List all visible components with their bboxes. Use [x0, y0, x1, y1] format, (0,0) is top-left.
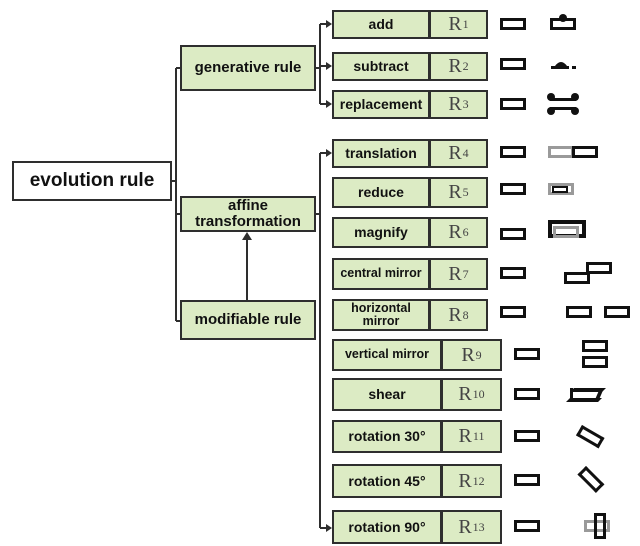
- rule-symbol-index: 5: [462, 185, 469, 199]
- rule-symbol-letter: R: [448, 93, 462, 115]
- rule-label-1: add: [332, 10, 430, 39]
- rule-symbol-letter: R: [448, 142, 462, 164]
- rule-symbol-index: 13: [472, 519, 485, 534]
- rule-symbol-letter: R: [448, 303, 462, 326]
- rule-symbol-letter: R: [458, 469, 472, 492]
- rule-symbol-letter: R: [448, 13, 462, 35]
- rule-label-9: vertical mirror: [332, 339, 442, 371]
- rule-symbol-index: 9: [475, 347, 482, 362]
- rule-symbol-index: 6: [462, 225, 469, 239]
- rule-symbol-index: 12: [472, 473, 485, 488]
- rule-symbol-index: 10: [472, 387, 485, 401]
- rule-symbol-letter: R: [448, 55, 462, 77]
- rule-symbol-letter: R: [448, 262, 462, 285]
- rule-label-13: rotation 90°: [332, 510, 442, 544]
- modifiable-rule-node: modifiable rule: [180, 300, 316, 340]
- rule-symbol-letter: R: [458, 383, 472, 405]
- rule-symbol-index: 11: [472, 429, 485, 443]
- rule-symbol-index: 1: [462, 17, 469, 31]
- generative-rule-node: generative rule: [180, 45, 316, 91]
- evolution-rule-node: evolution rule: [12, 161, 172, 201]
- rule-label-2: subtract: [332, 52, 430, 81]
- rule-symbol-letter: R: [448, 221, 462, 243]
- rule-label-11: rotation 30°: [332, 420, 442, 453]
- rule-label-12: rotation 45°: [332, 464, 442, 498]
- rule-symbol-index: 7: [462, 266, 469, 281]
- rule-label-10: shear: [332, 378, 442, 411]
- rule-symbol-letter: R: [448, 181, 462, 203]
- rule-symbol-index: 4: [462, 146, 469, 160]
- rule-symbol-index: 8: [462, 307, 469, 322]
- result-shapes: [547, 14, 630, 539]
- original-shapes: [500, 18, 540, 532]
- rule-symbol-index: 3: [462, 97, 469, 111]
- rule-symbol-letter: R: [461, 343, 475, 366]
- rule-label-5: reduce: [332, 177, 430, 208]
- rule-label-7: central mirror: [332, 258, 430, 290]
- rule-label-6: magnify: [332, 217, 430, 248]
- affine-transformation-node: affine transformation: [180, 196, 316, 232]
- rule-label-8: horizontal mirror: [332, 299, 430, 331]
- rule-symbol-index: 2: [462, 59, 469, 73]
- rule-symbol-letter: R: [458, 515, 472, 538]
- rule-label-4: translation: [332, 139, 430, 168]
- rule-label-3: replacement: [332, 90, 430, 119]
- rule-symbol-letter: R: [458, 425, 472, 447]
